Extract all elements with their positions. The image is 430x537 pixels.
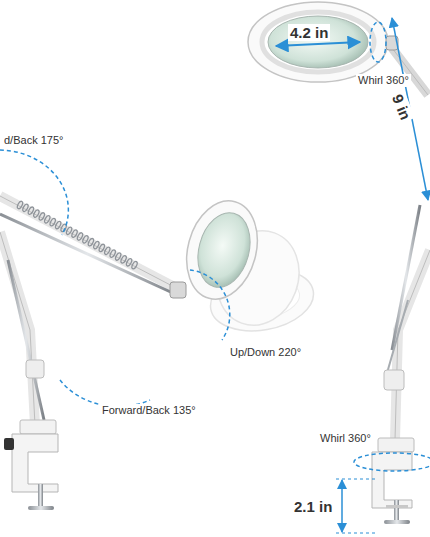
dimension-label: 9 in [388, 90, 415, 124]
rotation-label: Up/Down 220° [228, 346, 303, 359]
dimension-label: 2.1 in [292, 498, 334, 515]
rotation-label: Whirl 360° [318, 432, 373, 445]
left-lamp [0, 150, 318, 510]
rotation-label: d/Back 175° [2, 134, 65, 147]
rotation-label: Whirl 360° [356, 74, 411, 87]
spring-coil [131, 261, 138, 270]
dimension-label: 4.2 in [288, 24, 330, 41]
rotation-label: Forward/Back 135° [100, 404, 198, 417]
